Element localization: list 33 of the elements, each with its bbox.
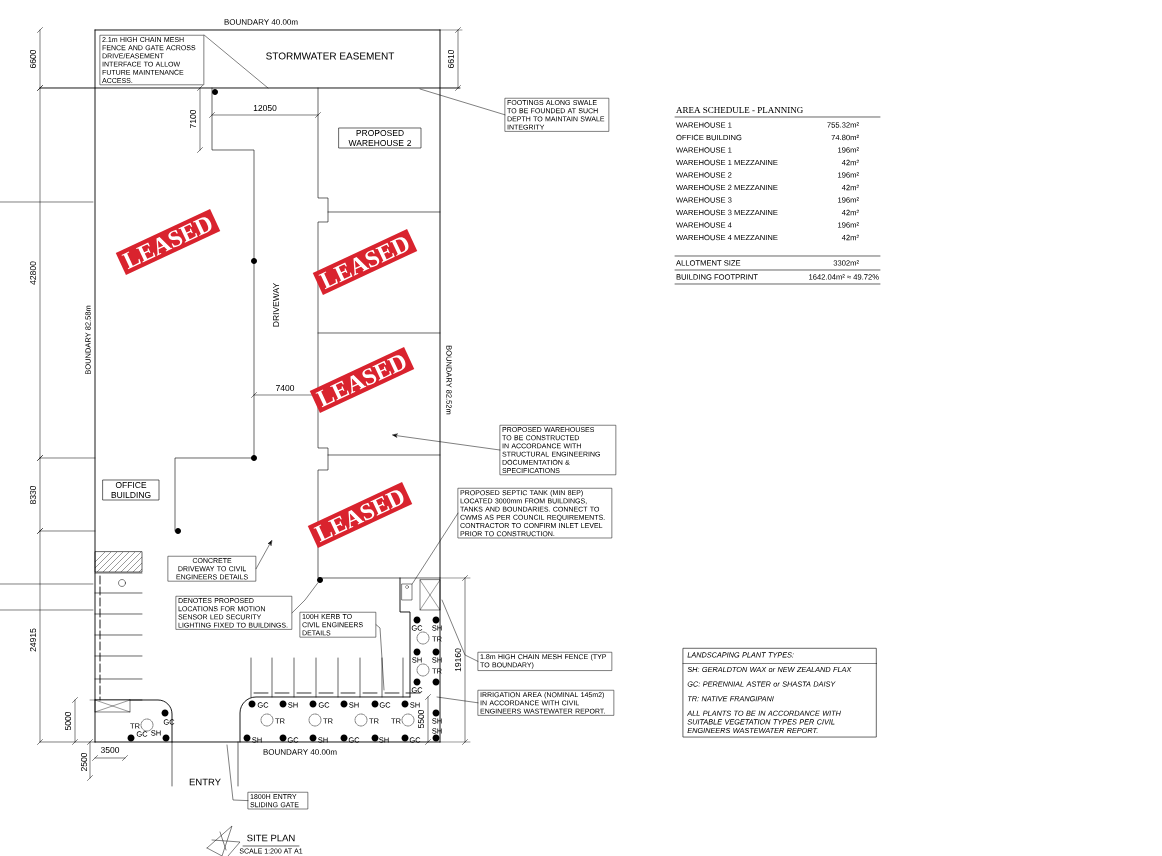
table-title: AREA SCHEDULE - PLANNING — [676, 106, 803, 114]
leader-line — [436, 696, 479, 704]
leader-line — [226, 744, 249, 801]
boundary-label: BOUNDARY 40.00m — [224, 19, 298, 25]
plan-title: SITE PLAN — [247, 834, 295, 842]
dimension-text: 24915 — [30, 628, 36, 652]
building-label: OFFICE BUILDING — [102, 479, 160, 501]
leader-line — [255, 540, 272, 569]
dimension-text: 2500 — [81, 752, 87, 772]
dimension-text: 7100 — [190, 109, 196, 128]
dimension-text: 6600 — [30, 49, 36, 68]
leader-line — [419, 88, 506, 116]
area-label: STORMWATER EASEMENT — [266, 52, 395, 60]
leader-line — [291, 582, 319, 614]
leader-line — [392, 433, 501, 451]
leader-line — [441, 599, 479, 662]
dimension-text: 42800 — [30, 261, 36, 285]
dimension-text: 5500 — [418, 709, 424, 729]
dimension-text: 8330 — [30, 485, 36, 505]
leader-line — [203, 34, 269, 89]
dimension-text: 6610 — [448, 49, 454, 68]
dimension-text: 5000 — [65, 711, 71, 731]
dimension-text: 12050 — [253, 105, 277, 111]
dimension-text: 3500 — [100, 747, 120, 753]
building-label: PROPOSED WAREHOUSE 2 — [338, 127, 422, 149]
septic-tank-box — [401, 583, 413, 601]
dimension-text: 7400 — [276, 385, 295, 391]
boundary-label: BOUNDARY 40.00m — [263, 749, 337, 755]
dimension-text: 19160 — [455, 648, 461, 672]
leader-line — [375, 624, 385, 691]
driveway-label: DRIVEWAY — [273, 283, 279, 327]
entry-label: ENTRY — [189, 778, 221, 786]
leader-line — [412, 512, 459, 585]
